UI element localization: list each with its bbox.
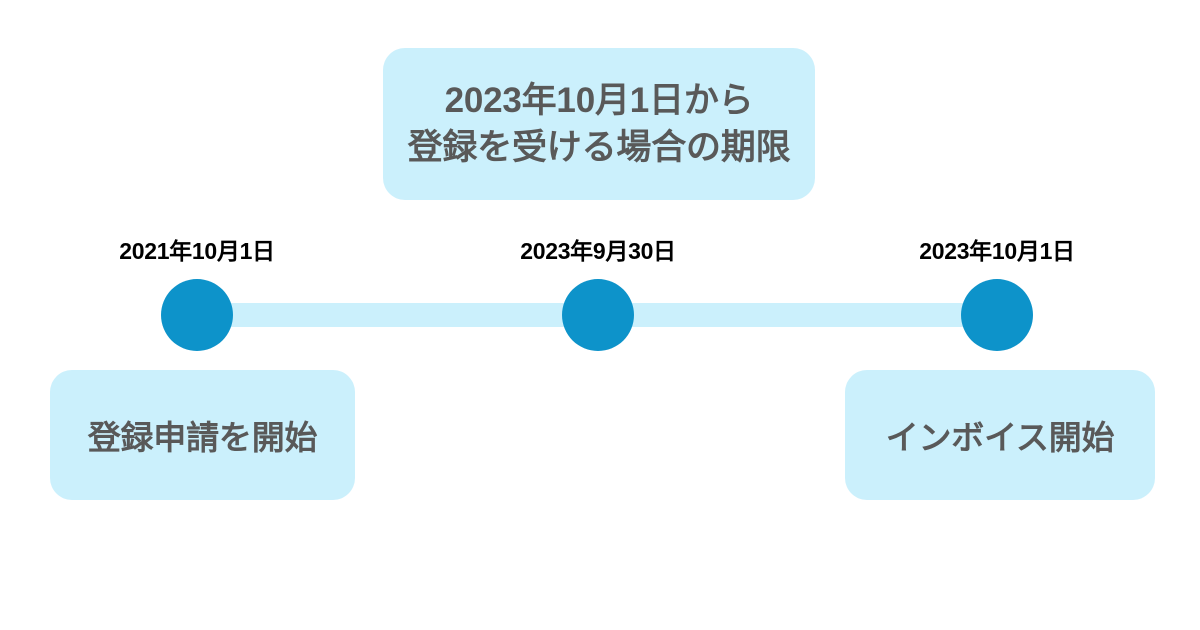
event-box-invoice-start-label: インボイス開始 [885,419,1115,456]
event-box-registration-start: 登録申請を開始 [50,370,355,500]
milestone-date-label-2: 2023年9月30日 [520,238,676,264]
deadline-callout-line-2: 登録を受ける場合の期限 [407,128,791,167]
timeline-node-1 [161,279,233,351]
event-box-registration-start-label: 登録申請を開始 [87,419,318,456]
deadline-callout-line-1: 2023年10月1日から [444,80,754,120]
timeline-node-2 [562,279,634,351]
deadline-callout-box: 2023年10月1日から 登録を受ける場合の期限 [383,48,815,200]
milestone-date-label-3: 2023年10月1日 [919,238,1075,264]
timeline-node-3 [961,279,1033,351]
event-box-invoice-start: インボイス開始 [845,370,1155,500]
milestone-date-label-1: 2021年10月1日 [119,238,275,264]
